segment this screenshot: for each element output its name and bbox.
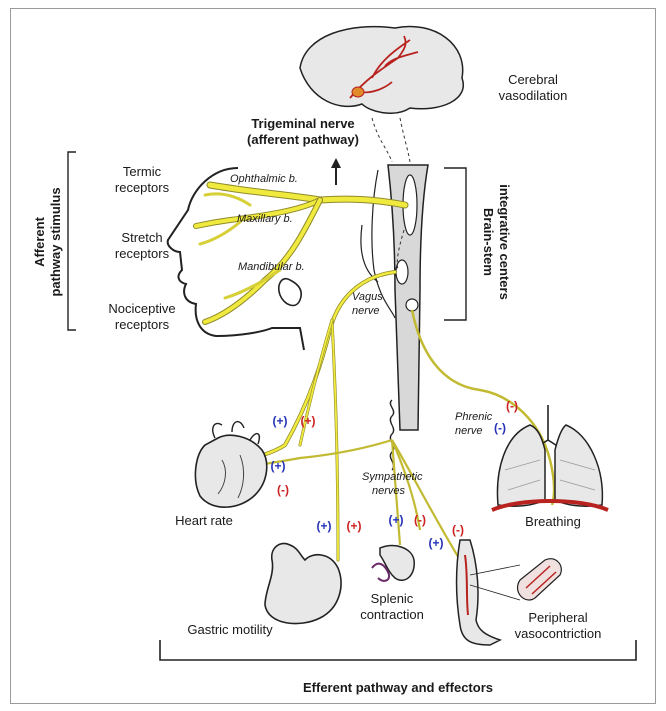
peripheral-label-1: Peripheral	[528, 610, 587, 625]
ear-icon	[279, 279, 302, 306]
splenic-minus: (-)	[414, 513, 426, 527]
brainstem-label-2: integrative centers	[497, 184, 512, 300]
splenic-plus: (+)	[389, 513, 404, 527]
gastric-plus-1: (+)	[317, 519, 332, 533]
afferent-label-1: Afferent	[32, 216, 47, 267]
phrenic-label-2: nerve	[455, 425, 483, 437]
spleen-illustration	[372, 546, 414, 581]
mandibular-label: Mandibular b.	[238, 261, 305, 273]
efferent-bracket	[160, 640, 636, 660]
heart-rate-label: Heart rate	[175, 513, 233, 528]
peripheral-plus: (+)	[429, 536, 444, 550]
afferent-bracket	[68, 152, 76, 330]
heart-minus: (-)	[277, 483, 289, 497]
efferent-title: Efferent pathway and effectors	[303, 680, 493, 695]
brainstem-bracket	[444, 168, 466, 320]
heart-vagus-plus-2: (+)	[301, 414, 316, 428]
termic-label-1: Termic	[123, 164, 162, 179]
cerebral-label-1: Cerebral	[508, 72, 558, 87]
termic-label-2: receptors	[115, 180, 170, 195]
phrenic-label-1: Phrenic	[455, 411, 493, 423]
vessel-crosssection-icon	[518, 559, 562, 600]
sympathetic-label-2: nerves	[372, 485, 406, 497]
breathing-label: Breathing	[525, 514, 581, 529]
nociceptive-label-2: receptors	[115, 317, 170, 332]
splenic-label-2: contraction	[360, 607, 424, 622]
trigeminal-title-2: (afferent pathway)	[247, 132, 359, 147]
trigeminal-title-1: Trigeminal nerve	[251, 116, 354, 131]
heart-vagus-plus-1: (+)	[273, 414, 288, 428]
heart-illustration	[195, 422, 266, 508]
brain-illustration	[300, 26, 463, 113]
stretch-label-2: receptors	[115, 246, 170, 261]
gastric-plus-2: (+)	[347, 519, 362, 533]
nociceptive-label-1: Nociceptive	[108, 301, 175, 316]
sympathetic-label-1: Sympathetic	[362, 471, 423, 483]
stretch-label-1: Stretch	[121, 230, 162, 245]
afferent-label-2: pathway stimulus	[48, 187, 63, 296]
vagus-label-2: nerve	[352, 305, 380, 317]
phrenic-minus-blue: (-)	[494, 421, 506, 435]
phrenic-minus: (-)	[506, 399, 518, 413]
peripheral-label-2: vasocontriction	[515, 626, 602, 641]
gastric-label: Gastric motility	[187, 622, 273, 637]
stomach-illustration	[265, 543, 341, 623]
splenic-label-1: Splenic	[371, 591, 414, 606]
heart-symp-plus: (+)	[271, 459, 286, 473]
peripheral-minus: (-)	[452, 523, 464, 537]
maxillary-label: Maxillary b.	[237, 213, 293, 225]
brainstem-label-1: Brain-stem	[481, 208, 496, 276]
cerebral-label-2: vasodilation	[499, 88, 568, 103]
vagus-label-1: Vagus	[352, 291, 383, 303]
ophthalmic-label: Ophthalmic b.	[230, 173, 298, 185]
